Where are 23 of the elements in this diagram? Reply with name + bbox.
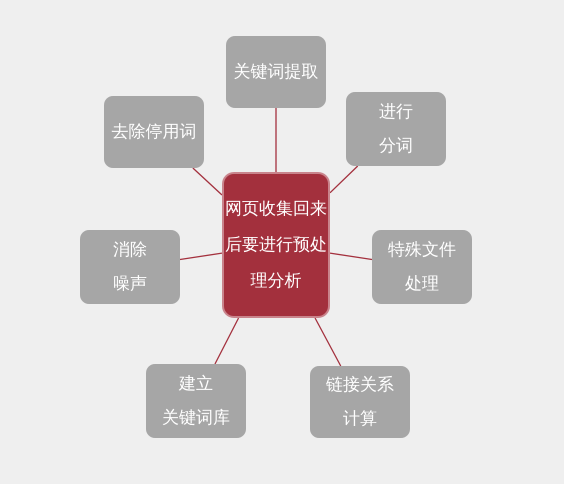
topic-box [372, 230, 472, 304]
box-text: 建立关键词库 [162, 373, 230, 430]
box-text: 进行分词 [379, 101, 413, 158]
topic-box [104, 96, 204, 168]
connector-line [275, 108, 277, 172]
box-text: 去除停用词 [112, 121, 196, 144]
connector-line [214, 318, 240, 364]
connector-line [330, 252, 372, 260]
connector-line [330, 166, 358, 194]
central-box [222, 172, 330, 318]
box-text: 关键词提取 [234, 61, 318, 84]
box-text: 网页收集回来后要进行预处理分析 [225, 198, 327, 293]
box-text: 消除噪声 [113, 239, 147, 296]
connector-line [314, 318, 342, 366]
topic-box [226, 36, 326, 108]
topic-box [310, 366, 410, 438]
topic-box [80, 230, 180, 304]
box-text: 链接关系计算 [326, 374, 394, 431]
topic-box [346, 92, 446, 166]
connector-line [192, 168, 222, 196]
connector-line [180, 252, 222, 260]
topic-box [146, 364, 246, 438]
box-text: 特殊文件处理 [388, 239, 456, 296]
